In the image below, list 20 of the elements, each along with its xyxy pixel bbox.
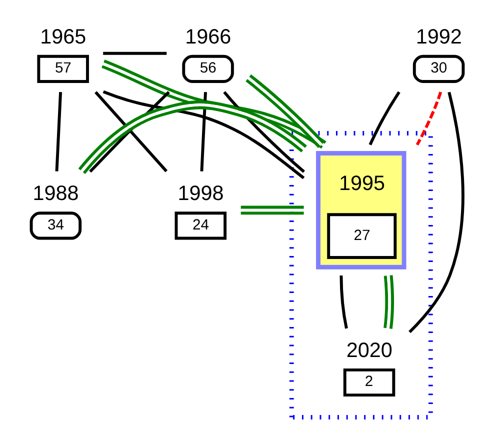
connector <box>102 60 326 149</box>
connector <box>223 91 305 173</box>
connector <box>246 74 325 148</box>
node-label: 1998 <box>178 182 224 206</box>
connector <box>78 100 307 174</box>
node-label: 2020 <box>346 338 392 362</box>
connector <box>103 52 167 55</box>
node-label: 1965 <box>40 25 86 48</box>
connector <box>240 206 304 215</box>
connector <box>368 91 400 146</box>
connector <box>55 92 62 172</box>
connector <box>200 92 207 172</box>
connector <box>340 276 348 329</box>
node-label: 1992 <box>416 25 462 48</box>
connector <box>384 275 394 329</box>
node-label: 1966 <box>185 25 232 48</box>
connector <box>408 92 464 334</box>
connector <box>102 90 305 180</box>
node-label: 1988 <box>32 182 79 206</box>
cluster <box>289 131 433 420</box>
